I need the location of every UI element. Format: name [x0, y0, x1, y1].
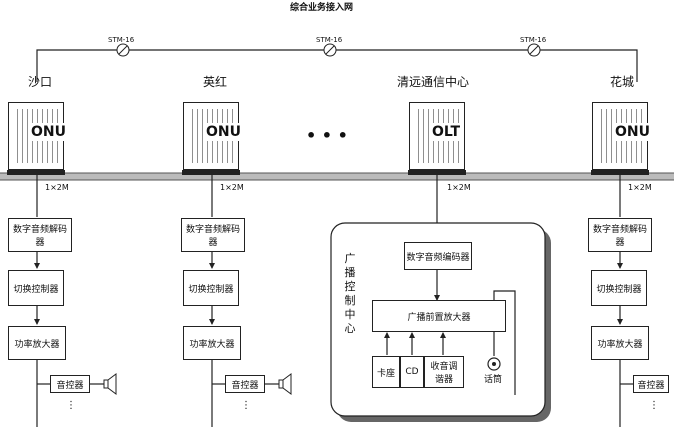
node-name-huacheng: 花城	[610, 75, 635, 89]
decoder-box: 数字音频解码器	[8, 218, 72, 252]
olt-cabinet-center: OLT	[408, 102, 466, 175]
source-cassette: 卡座	[372, 356, 400, 388]
center-title: 广播控制中心	[344, 252, 356, 335]
source-cd: CD	[400, 356, 424, 388]
switch-box: 切换控制器	[8, 270, 64, 306]
rate-label-shakou: 1×2M	[45, 183, 69, 192]
amplifier-box: 功率放大器	[8, 326, 66, 360]
rate-label-huacheng: 1×2M	[628, 183, 652, 192]
more-dots: ⋮	[241, 400, 251, 411]
device-label: ONU	[204, 123, 243, 141]
stm-coupler-icon	[116, 43, 541, 57]
amplifier-box: 功率放大器	[183, 326, 241, 360]
rate-label-center: 1×2M	[447, 183, 471, 192]
mic-label: 话筒	[484, 375, 503, 385]
node-name-center: 清远通信中心	[397, 75, 470, 89]
ground-band	[0, 173, 674, 180]
microphone-icon	[487, 357, 501, 371]
stm-label-1: STM-16	[108, 36, 135, 44]
node-name-shakou: 沙口	[28, 75, 53, 89]
onu-cabinet-huacheng: ONU	[591, 102, 652, 175]
decoder-box: 数字音频解码器	[588, 218, 652, 252]
encoder-box: 数字音频编码器	[404, 242, 472, 270]
stm-ring-line	[36, 49, 638, 82]
device-label: OLT	[430, 123, 463, 141]
volume-box: 音控器	[633, 375, 669, 393]
onu-cabinet-yinghong: ONU	[182, 102, 243, 175]
switch-box: 切换控制器	[591, 270, 647, 306]
stm-label-2: STM-16	[316, 36, 343, 44]
page-title: 综合业务接入网	[290, 3, 354, 13]
device-label: ONU	[29, 123, 68, 141]
amplifier-box: 功率放大器	[591, 326, 649, 360]
more-dots: ⋮	[649, 400, 659, 411]
volume-box: 音控器	[225, 375, 265, 393]
more-dots: ⋮	[66, 400, 76, 411]
switch-box: 切换控制器	[183, 270, 239, 306]
decoder-box: 数字音频解码器	[181, 218, 245, 252]
preamp-box: 广播前置放大器	[372, 300, 506, 332]
rate-label-yinghong: 1×2M	[220, 183, 244, 192]
speaker-icon	[103, 373, 292, 395]
onu-cabinet-shakou: ONU	[7, 102, 68, 175]
ellipsis: • • •	[306, 126, 348, 145]
node-name-yinghong: 英红	[203, 75, 228, 89]
chain-arrows	[34, 252, 623, 325]
stm-label-3: STM-16	[520, 36, 547, 44]
device-label: ONU	[613, 123, 652, 141]
source-tuner: 收音调谐器	[424, 356, 464, 388]
volume-box: 音控器	[50, 375, 90, 393]
